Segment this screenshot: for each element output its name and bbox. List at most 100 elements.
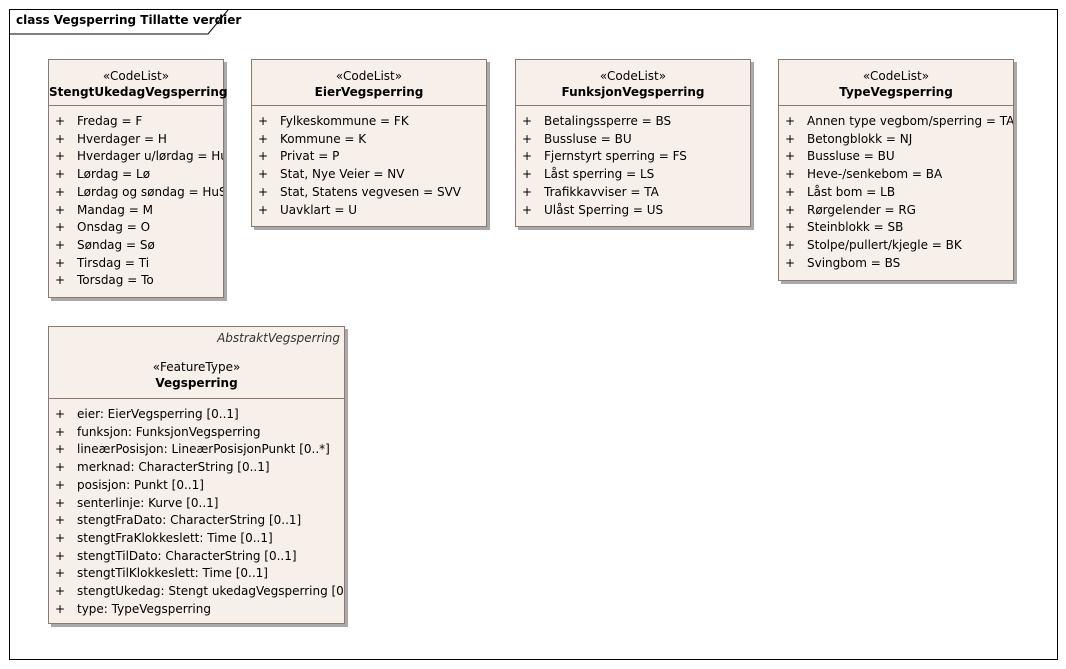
attribute-row[interactable]: + Betongblokk = NJ xyxy=(779,131,1013,149)
attribute-text: funksjon: FunksjonVegsperring xyxy=(77,424,261,439)
attribute-text: Bussluse = BU xyxy=(544,131,632,146)
attribute-list: +Betalingssperre = BS +Bussluse = BU + Fj… xyxy=(516,106,750,219)
visibility-marker: + xyxy=(258,149,269,164)
visibility-marker: + xyxy=(258,114,269,128)
attribute-text: senterlinje: Kurve [0..1] xyxy=(77,495,219,510)
visibility-marker: + xyxy=(55,220,66,235)
attribute-row[interactable]: + funksjon: FunksjonVegsperring xyxy=(49,424,344,442)
attribute-row[interactable]: +Bussluse = BU xyxy=(779,148,1013,166)
attribute-text: Fjernstyrt sperring = FS xyxy=(544,149,687,164)
attribute-text: merknad: CharacterString [0..1] xyxy=(77,460,270,475)
attribute-text: Uavklart = U xyxy=(280,202,357,217)
visibility-marker: + xyxy=(258,184,269,199)
attribute-list: +eier: EierVegsperring [0..1] + funksjon:… xyxy=(49,399,344,618)
class-funksjon-vegsperring[interactable]: «CodeList» FunksjonVegsperring +Betaling… xyxy=(515,59,751,227)
attribute-row[interactable]: +Hverdager u/lørdag = HuL xyxy=(49,148,223,166)
class-header: «CodeList» TypeVegsperring xyxy=(779,60,1013,106)
visibility-marker: + xyxy=(55,442,66,457)
visibility-marker: + xyxy=(55,131,66,146)
visibility-marker: + xyxy=(55,255,66,270)
attribute-row[interactable]: +posisjon: Punkt [0..1] xyxy=(49,477,344,495)
visibility-marker: + xyxy=(785,220,796,235)
class-eier-vegsperring[interactable]: «CodeList» EierVegsperring +Fylkeskommun… xyxy=(251,59,487,227)
stereotype-label: «CodeList» xyxy=(862,69,930,83)
attribute-row[interactable]: + Privat = P xyxy=(252,148,486,166)
attribute-row[interactable]: +Annen type vegbom/sperring = TA xyxy=(779,113,1013,131)
visibility-marker: + xyxy=(522,149,533,164)
attribute-text: type: TypeVegsperring xyxy=(77,601,211,616)
class-header: «CodeList» FunksjonVegsperring xyxy=(516,60,750,106)
stereotype-label: «CodeList» xyxy=(599,69,667,83)
attribute-text: Betongblokk = NJ xyxy=(807,131,913,146)
attribute-text: stengtUkedag: Stengt ukedagVegsperring [… xyxy=(77,584,344,599)
attribute-row[interactable]: +Bussluse = BU xyxy=(516,131,750,149)
attribute-text: Mandag = M xyxy=(77,202,153,217)
attribute-row[interactable]: +stengtFraDato: CharacterString [0..1] xyxy=(49,512,344,530)
attribute-row[interactable]: + stengtTilKlokkeslett: Time [0..1] xyxy=(49,565,344,583)
visibility-marker: + xyxy=(55,601,66,616)
attribute-row[interactable]: +Heve-/senkebom = BA xyxy=(779,166,1013,184)
attribute-row[interactable]: +Kommune = K xyxy=(252,131,486,149)
attribute-row[interactable]: +Torsdag = To xyxy=(49,272,223,290)
visibility-marker: + xyxy=(785,184,796,199)
attribute-row[interactable]: +Onsdag = O xyxy=(49,219,223,237)
attribute-row[interactable]: +stengtFraKlokkeslett: Time [0..1] xyxy=(49,530,344,548)
attribute-text: posisjon: Punkt [0..1] xyxy=(77,477,204,492)
attribute-row[interactable]: +Ulåst Sperring = US xyxy=(516,202,750,220)
attribute-row[interactable]: +eier: EierVegsperring [0..1] xyxy=(49,406,344,424)
attribute-row[interactable]: +lineærPosisjon: LineærPosisjonPunkt [0.… xyxy=(49,441,344,459)
class-header: AbstraktVegsperring «FeatureType» Vegspe… xyxy=(49,327,344,399)
visibility-marker: + xyxy=(785,131,796,146)
attribute-row[interactable]: +Steinblokk = SB xyxy=(779,219,1013,237)
attribute-row[interactable]: +Rørgelender = RG xyxy=(779,202,1013,220)
attribute-row[interactable]: +stengtTilDato: CharacterString [0..1] xyxy=(49,548,344,566)
visibility-marker: + xyxy=(55,202,66,217)
attribute-row[interactable]: +Søndag = Sø xyxy=(49,237,223,255)
frame-title-tab xyxy=(10,10,229,35)
attribute-row[interactable]: +Uavklart = U xyxy=(252,202,486,220)
visibility-marker: + xyxy=(55,424,66,439)
class-header: «CodeList» StengtUkedagVegsperring xyxy=(49,60,228,106)
visibility-marker: + xyxy=(55,114,66,128)
attribute-list: +Fylkeskommune = FK +Kommune = K + Privat… xyxy=(252,106,486,219)
attribute-row[interactable]: + Fjernstyrt sperring = FS xyxy=(516,148,750,166)
class-stengt-ukedag-vegsperring[interactable]: «CodeList» StengtUkedagVegsperring +Fred… xyxy=(48,59,228,298)
attribute-row[interactable]: +Fylkeskommune = FK xyxy=(252,113,486,131)
visibility-marker: + xyxy=(55,167,66,182)
attribute-row[interactable]: +Stat, Nye Veier = NV xyxy=(252,166,486,184)
attribute-row[interactable]: +stengtUkedag: Stengt ukedagVegsperring … xyxy=(49,583,344,601)
class-type-vegsperring[interactable]: «CodeList» TypeVegsperring +Annen type v… xyxy=(778,59,1014,281)
attribute-row[interactable]: +Låst sperring = LS xyxy=(516,166,750,184)
attribute-text: Ulåst Sperring = US xyxy=(544,202,664,217)
attribute-text: Lørdag og søndag = HuS xyxy=(77,184,223,199)
attribute-text: Stolpe/pullert/kjegle = BK xyxy=(807,237,962,252)
attribute-row[interactable]: + type: TypeVegsperring xyxy=(49,601,344,619)
attribute-text: Privat = P xyxy=(280,149,340,164)
attribute-row[interactable]: +Trafikkavviser = TA xyxy=(516,184,750,202)
attribute-text: Betalingssperre = BS xyxy=(544,114,672,128)
attribute-row[interactable]: +Tirsdag = Ti xyxy=(49,255,223,273)
attribute-text: Stat, Statens vegvesen = SVV xyxy=(280,184,461,199)
class-vegsperring[interactable]: AbstraktVegsperring «FeatureType» Vegspe… xyxy=(48,326,345,624)
attribute-text: stengtTilDato: CharacterString [0..1] xyxy=(77,548,297,563)
visibility-marker: + xyxy=(785,255,796,270)
attribute-row[interactable]: + Låst bom = LB xyxy=(779,184,1013,202)
visibility-marker: + xyxy=(55,495,66,510)
visibility-marker: + xyxy=(55,273,66,288)
attribute-row[interactable]: +Fredag = F xyxy=(49,113,223,131)
attribute-text: Hverdager = H xyxy=(77,131,167,146)
attribute-text: stengtTilKlokkeslett: Time [0..1] xyxy=(77,566,268,581)
visibility-marker: + xyxy=(55,566,66,581)
attribute-row[interactable]: +Lørdag = Lø xyxy=(49,166,223,184)
attribute-row[interactable]: + Lørdag og søndag = HuS xyxy=(49,184,223,202)
attribute-row[interactable]: + Stat, Statens vegvesen = SVV xyxy=(252,184,486,202)
attribute-row[interactable]: + senterlinje: Kurve [0..1] xyxy=(49,495,344,513)
attribute-row[interactable]: + Hverdager = H xyxy=(49,131,223,149)
attribute-row[interactable]: +merknad: CharacterString [0..1] xyxy=(49,459,344,477)
attribute-row[interactable]: +Svingbom = BS xyxy=(779,255,1013,273)
attribute-row[interactable]: + Mandag = M xyxy=(49,202,223,220)
attribute-row[interactable]: +Stolpe/pullert/kjegle = BK xyxy=(779,237,1013,255)
attribute-text: Låst bom = LB xyxy=(807,184,896,199)
visibility-marker: + xyxy=(55,184,66,199)
attribute-row[interactable]: +Betalingssperre = BS xyxy=(516,113,750,131)
